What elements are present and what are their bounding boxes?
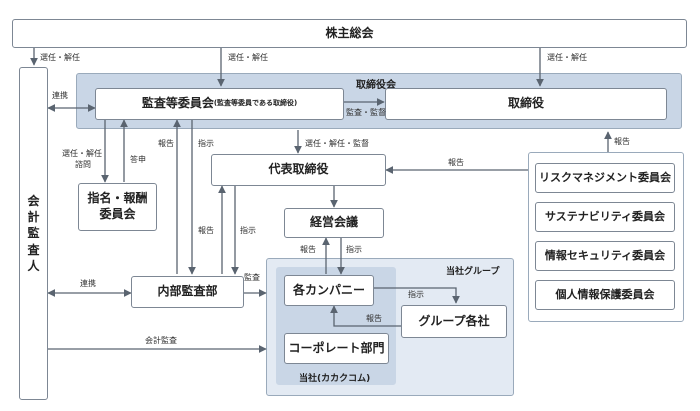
accounting-auditor-char-4: 査 xyxy=(27,242,40,257)
label-elect-dismiss-3: 選任・解任 xyxy=(547,53,587,62)
label-report-committees-rep: 報告 xyxy=(448,158,464,167)
accounting-auditor-char-2: 計 xyxy=(27,210,40,225)
corporate-division-label: コーポレート部門 xyxy=(288,340,385,355)
label-report-committees-dir: 報告 xyxy=(614,137,630,146)
label-report-cmp-mgmt: 報告 xyxy=(300,245,316,254)
label-elect-dismiss-1: 選任・解任 xyxy=(40,53,80,62)
label-report-ia-rep: 報告 xyxy=(198,226,214,235)
internal-audit-box: 内部監査部 xyxy=(131,276,244,308)
risk-committee-label: リスクマネジメント委員会 xyxy=(539,170,671,184)
nomination-committee-label-1: 指名・報酬 xyxy=(87,191,148,206)
label-audit-supervise: 監査・監督 xyxy=(346,108,386,117)
label-instruct-mgmt-cmp: 指示 xyxy=(346,245,362,254)
label-accounting-audit: 会計監査 xyxy=(145,336,177,345)
accounting-auditor-char-3: 監 xyxy=(27,226,40,241)
label-elect-consult-2: 諮問 xyxy=(75,160,91,169)
directors-label: 取締役 xyxy=(507,96,544,111)
group-companies-label: グループ各社 xyxy=(418,313,490,328)
group-companies-box: グループ各社 xyxy=(401,305,507,338)
shareholders-meeting-label: 株主総会 xyxy=(325,25,374,40)
shareholders-meeting-box: 株主総会 xyxy=(12,19,687,48)
privacy-committee-box: 個人情報保護委員会 xyxy=(535,280,675,310)
label-instruct-group: 指示 xyxy=(408,290,424,299)
accounting-auditor-char-1: 会 xyxy=(27,194,40,209)
directors-box: 取締役 xyxy=(385,88,667,120)
sustainability-committee-label: サステナビリティ委員会 xyxy=(544,209,666,223)
companies-box: 各カンパニー xyxy=(284,275,374,306)
label-instruct-rep-ia: 指示 xyxy=(240,226,256,235)
accounting-auditor-box: 会 計 監 査 人 xyxy=(19,67,48,400)
management-meeting-label: 経営会議 xyxy=(309,215,358,230)
board-title: 取締役会 xyxy=(356,80,396,91)
edge-instruct-group xyxy=(374,287,460,304)
label-liaison-bottom: 連携 xyxy=(80,279,96,288)
risk-committee-box: リスクマネジメント委員会 xyxy=(535,163,675,193)
companies-label: 各カンパニー xyxy=(292,282,365,297)
nomination-committee-label-2: 委員会 xyxy=(99,207,136,221)
label-report-group: 報告 xyxy=(366,314,382,323)
kakakucom-title: 当社(カカクコム) xyxy=(299,374,371,384)
label-elect-dismiss-supervise: 選任・解任・監督 xyxy=(305,139,369,148)
edge-report-group xyxy=(330,305,401,327)
management-meeting-box: 経営会議 xyxy=(284,208,384,238)
sustainability-committee-box: サステナビリティ委員会 xyxy=(535,202,675,232)
label-liaison-top: 連携 xyxy=(52,91,68,100)
privacy-committee-label: 個人情報保護委員会 xyxy=(555,287,655,301)
infosec-committee-box: 情報セキュリティ委員会 xyxy=(535,241,675,271)
infosec-committee-label: 情報セキュリティ委員会 xyxy=(544,248,666,262)
label-recommend: 答申 xyxy=(130,155,146,164)
corporate-division-box: コーポレート部門 xyxy=(284,333,389,364)
internal-audit-label: 内部監査部 xyxy=(157,284,218,299)
nomination-committee-box: 指名・報酬 委員会 xyxy=(78,183,157,231)
label-report-ac: 報告 xyxy=(158,139,174,148)
audit-committee-box: 監査等委員会 (監査等委員である取締役) xyxy=(95,88,344,120)
label-elect-consult-1: 選任・解任 xyxy=(62,149,102,158)
representative-director-label: 代表取締役 xyxy=(268,162,329,177)
audit-committee-label: 監査等委員会 xyxy=(141,96,214,111)
label-audit-ia: 監査 xyxy=(244,273,260,282)
company-group-title: 当社グループ xyxy=(446,267,500,277)
representative-director-box: 代表取締役 xyxy=(211,154,386,186)
label-instruct-ac: 指示 xyxy=(198,139,214,148)
audit-committee-note: (監査等委員である取締役) xyxy=(213,99,298,108)
label-elect-dismiss-2: 選任・解任 xyxy=(228,53,268,62)
accounting-auditor-char-5: 人 xyxy=(27,258,40,273)
